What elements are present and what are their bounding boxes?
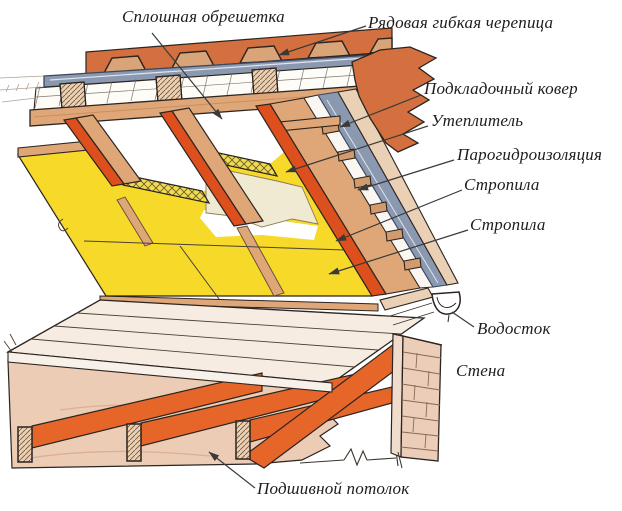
rafters: [62, 103, 387, 297]
attic-floor: [3, 295, 426, 384]
label-row-shingles: Рядовая гибкая черепица: [368, 13, 554, 32]
underlayment-streak: [49, 56, 381, 81]
ceiling-and-joists: [7, 337, 424, 469]
gutter-drip: [447, 314, 450, 323]
leader-gutter: [451, 311, 475, 328]
leader-rafters-upper: [335, 189, 463, 242]
plank-lines: [30, 312, 402, 368]
pencil-sketch-lines: [0, 75, 45, 103]
leader-ceiling: [208, 451, 256, 489]
rafter-b-side: [158, 110, 248, 227]
leader-vapor-barrier: [357, 159, 455, 191]
label-wall: Стена: [456, 361, 506, 380]
wall-base-tick: [397, 451, 403, 469]
label-solid-sheathing: Сплошная обрешетка: [122, 7, 285, 26]
wall-top-edge: [393, 333, 443, 346]
label-gutter: Водосток: [477, 319, 551, 338]
panel-seams: [83, 240, 346, 304]
joist-end-blocks: [17, 420, 251, 463]
open-bay-1: [91, 131, 210, 191]
label-ceiling: Подшивной потолок: [257, 479, 410, 498]
leader-row-shingles: [278, 25, 367, 56]
ridge-assembly: [0, 27, 393, 127]
floor-slab-edge: [7, 351, 333, 393]
label-insulation: Утеплитель: [431, 111, 524, 130]
label-underlayment: Подкладочный ковер: [424, 79, 578, 98]
edge-hook-mark: [58, 218, 69, 232]
floor-corner-ticks: [3, 333, 17, 353]
rafter-c-side: [255, 103, 387, 297]
brick-wall: [390, 333, 443, 469]
leader-solid-sheathing: [151, 32, 223, 120]
open-bay-2: [184, 122, 284, 164]
leader-insulation: [285, 125, 429, 173]
edge-fascia-band: [337, 88, 459, 286]
soffit-lines: [389, 302, 435, 326]
leader-lines: [151, 25, 475, 489]
eave-edge-layers: [269, 46, 459, 295]
label-vapor-barrier: Парогидроизоляция: [457, 145, 603, 164]
label-rafters-upper: Стропила: [464, 175, 540, 194]
gutter-inner-line: [436, 296, 457, 308]
eave-and-gutter: [379, 287, 461, 326]
label-rafters-lower: Стропила: [470, 215, 546, 234]
leader-rafters-lower: [328, 229, 469, 275]
gutter-profile: [431, 291, 461, 315]
rafter-a-side: [62, 117, 126, 187]
base-line-and-break: [299, 447, 399, 467]
rafter-section-blocks: [59, 67, 279, 111]
leader-underlayment: [339, 94, 422, 128]
gable-shingle-zigzag: [351, 46, 438, 153]
brick-courses: [400, 351, 442, 452]
edge-underlayment-streak: [326, 99, 439, 284]
